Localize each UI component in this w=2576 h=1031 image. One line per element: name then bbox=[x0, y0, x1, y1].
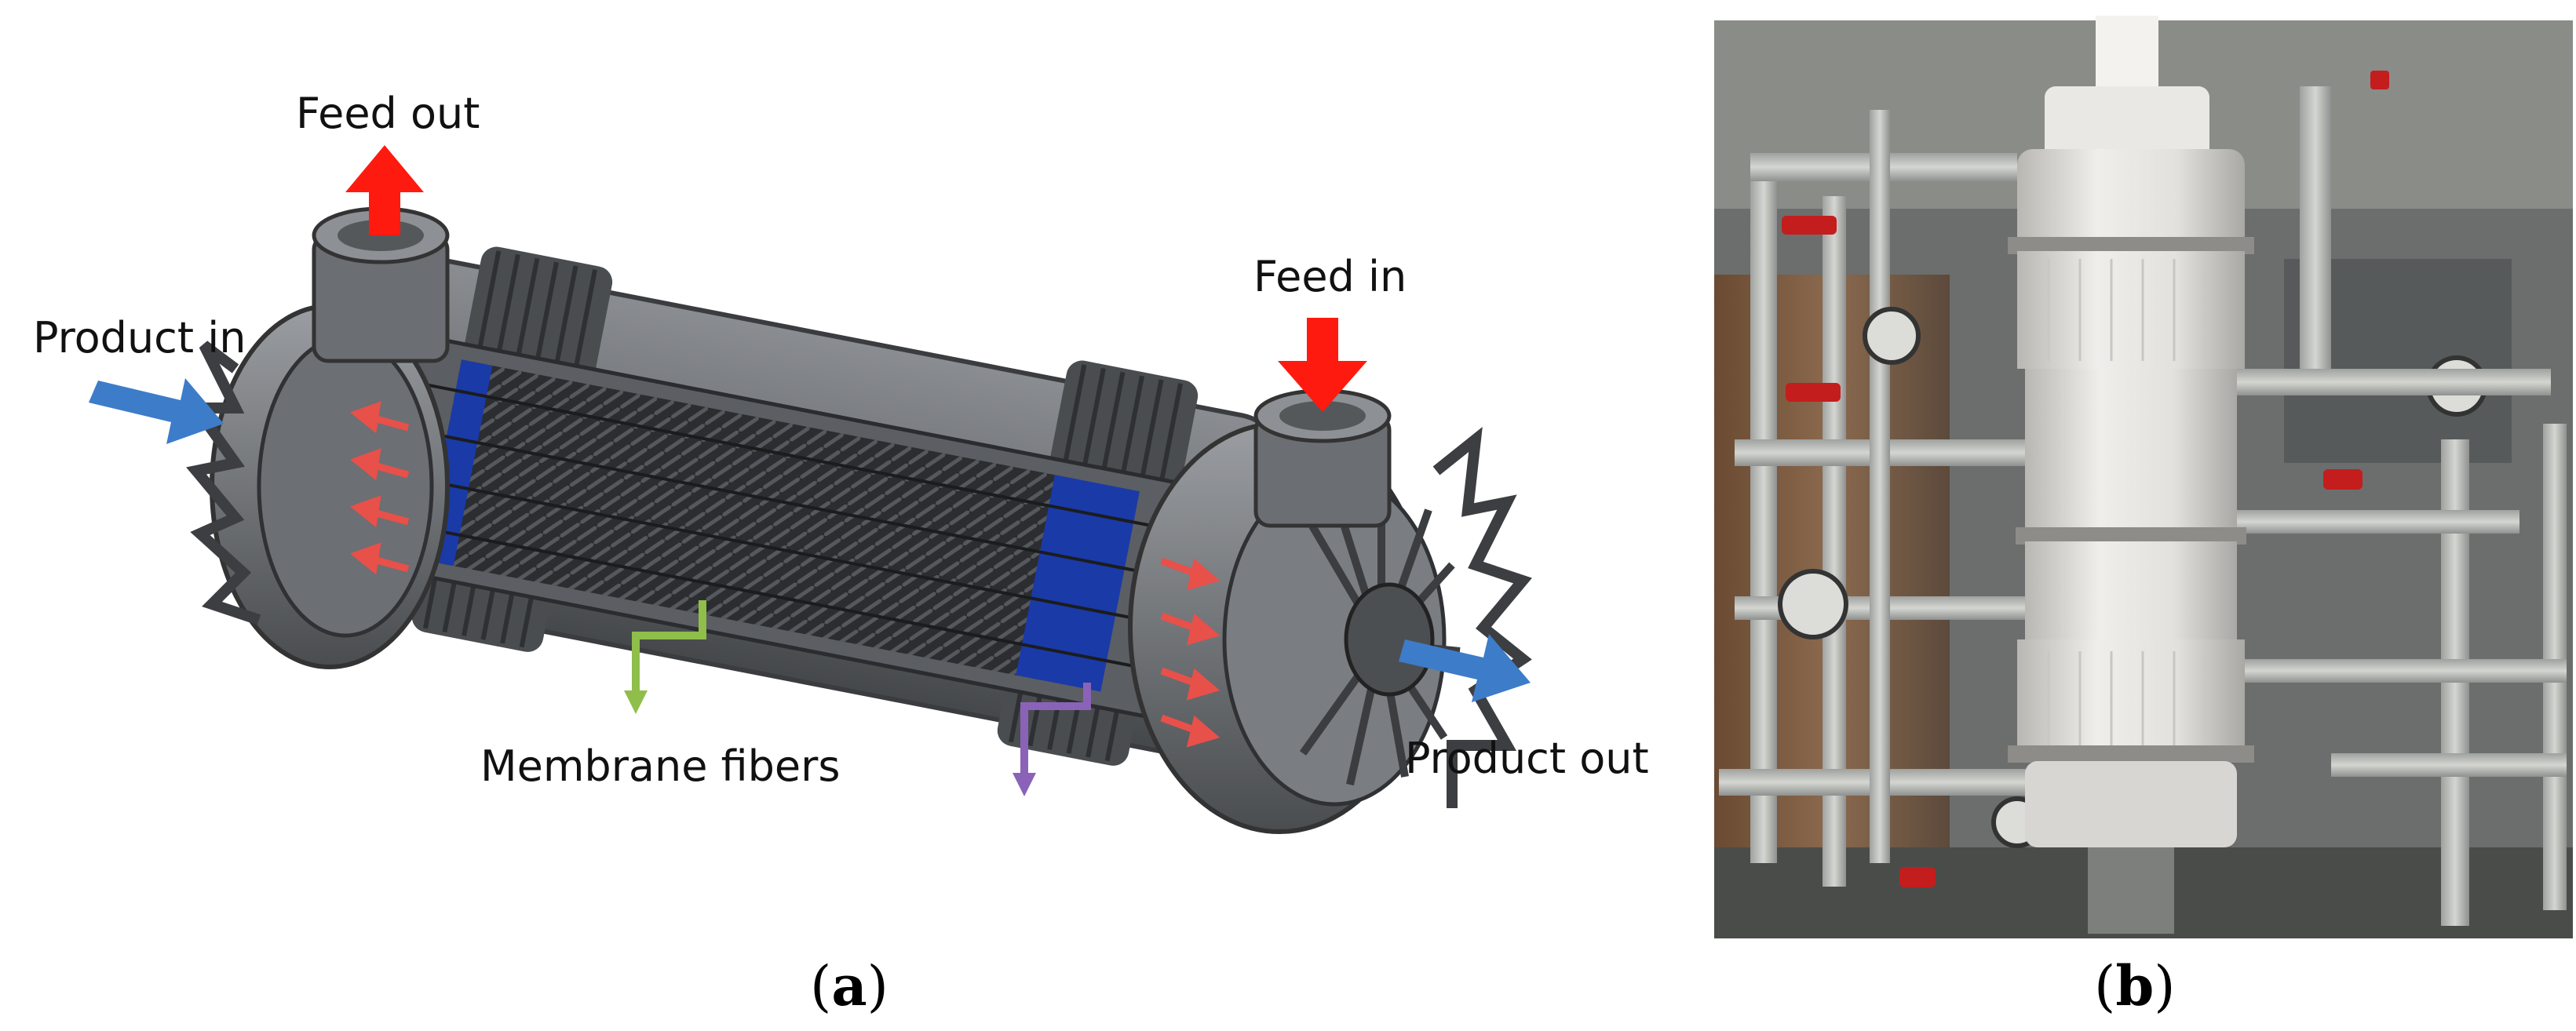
caption-b-open: ( bbox=[2094, 954, 2116, 1018]
left-end-cap bbox=[185, 304, 450, 669]
feed-in-arrow bbox=[1278, 318, 1367, 412]
membrane-module-cylinder bbox=[2008, 16, 2254, 934]
product-out-arrow bbox=[1399, 634, 1531, 702]
module-cutaway-illustration bbox=[89, 145, 1532, 834]
module-housing bbox=[319, 246, 1283, 766]
caption-b-close: ) bbox=[2154, 954, 2176, 1018]
panel-b-module-photo: (b) bbox=[1688, 0, 2576, 1031]
feed-out-arrow bbox=[345, 145, 424, 235]
left-pipework bbox=[1719, 110, 2064, 887]
feed-in-nozzle bbox=[1253, 388, 1392, 528]
membrane-fiber-pointer bbox=[632, 600, 706, 698]
caption-a: (a) bbox=[810, 959, 888, 1015]
outlet-pointer bbox=[1020, 683, 1091, 777]
caption-a-letter: a bbox=[831, 953, 867, 1018]
right-pipework bbox=[2190, 86, 2567, 926]
panel-a-module-diagram: Feed out Feed in Product in Product out … bbox=[33, 89, 1649, 1015]
internal-flow-arrows-right bbox=[1160, 557, 1220, 748]
outlet-pointer-head bbox=[1013, 773, 1036, 796]
caption-b: (b) bbox=[2094, 959, 2176, 1015]
caption-b-letter: b bbox=[2115, 953, 2155, 1018]
red-valves bbox=[1782, 71, 2389, 887]
caption-a-open: ( bbox=[810, 954, 832, 1018]
label-product-in: Product in bbox=[33, 313, 246, 362]
label-membrane-fibers: Membrane fibers bbox=[480, 741, 841, 791]
installed-module-photo bbox=[1714, 16, 2573, 938]
caption-a-close: ) bbox=[867, 954, 888, 1018]
membrane-fiber-pointer-head bbox=[624, 690, 648, 714]
internal-flow-arrows-left bbox=[349, 401, 410, 575]
label-feed-in: Feed in bbox=[1253, 252, 1407, 301]
product-in-arrow bbox=[89, 378, 224, 444]
label-product-out: Product out bbox=[1405, 734, 1649, 783]
cutaway-window bbox=[324, 323, 1238, 727]
label-feed-out: Feed out bbox=[296, 89, 480, 138]
